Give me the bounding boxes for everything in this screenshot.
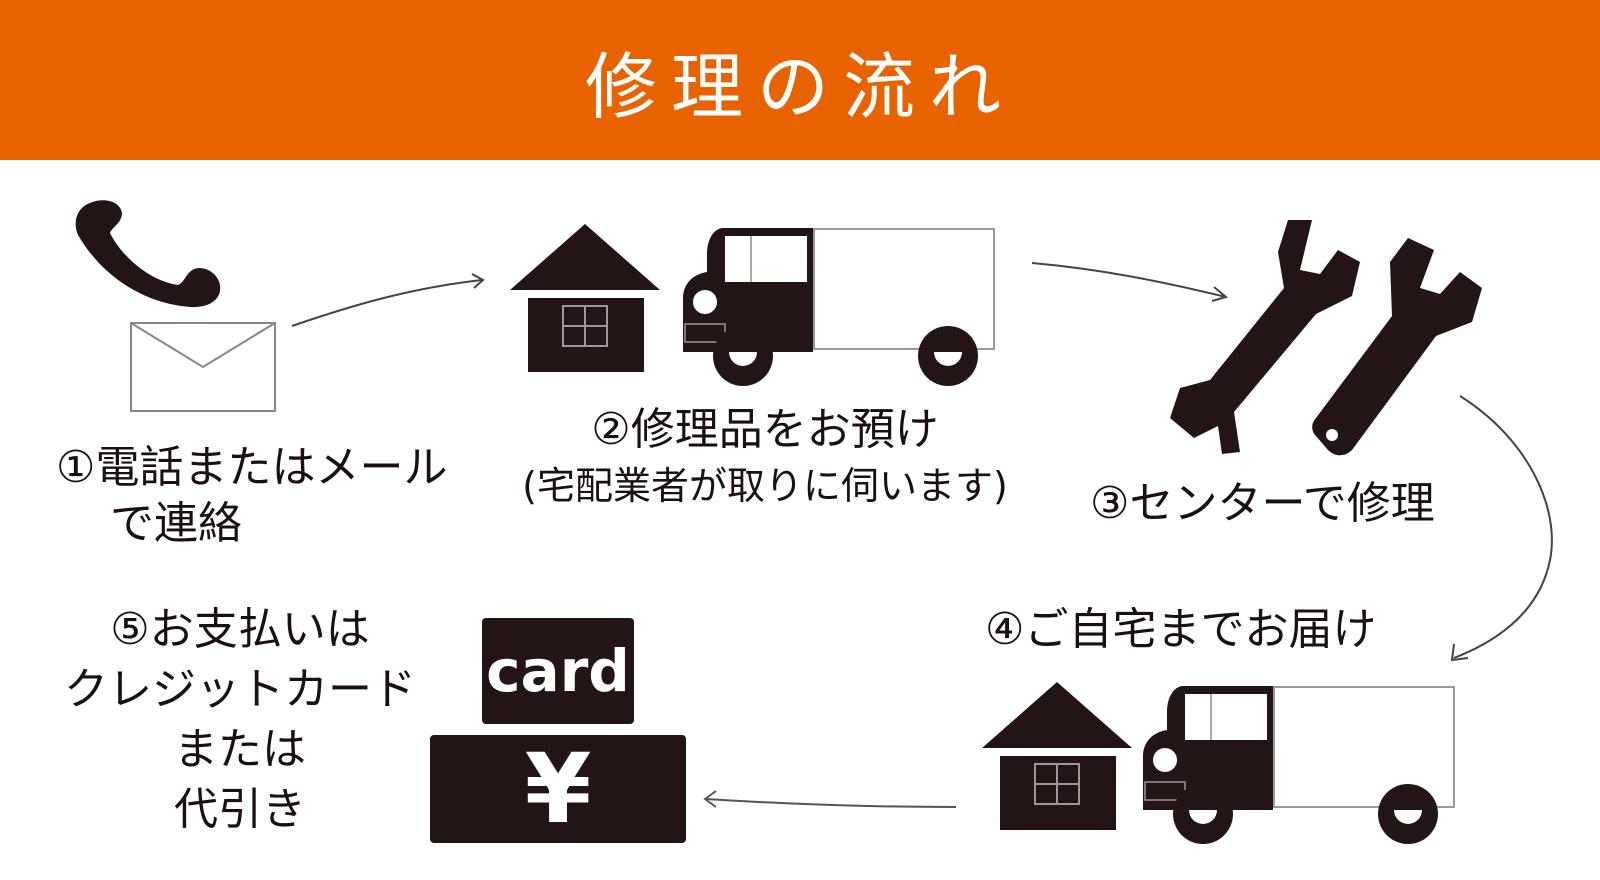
house-icon	[510, 224, 660, 372]
card-icon: card	[482, 618, 634, 724]
truck-icon	[683, 228, 995, 386]
step-1-label: ①電話またはメール で連絡	[56, 440, 447, 552]
house-icon	[982, 682, 1132, 830]
card-label: card	[486, 637, 630, 705]
step-2-line-1: ②修理品をお預け	[591, 404, 939, 455]
step-3-label: ③センターで修理	[1090, 476, 1435, 532]
step-5-line-3: または	[174, 724, 306, 775]
step-1-line-2: で連絡	[110, 498, 242, 549]
step-5-line-1: ⑤お支払いは	[110, 604, 370, 655]
arrow-icon	[1450, 395, 1553, 662]
page-title: 修理の流れ	[584, 44, 1015, 129]
truck-icon	[1143, 686, 1455, 844]
wrench-icon	[1170, 220, 1360, 454]
step-4-label: ④ご自宅までお届け	[985, 602, 1376, 658]
step-2-label: ②修理品をお預け (宅配業者が取りに伺います)	[515, 402, 1015, 514]
step-1-line-1: ①電話またはメール	[56, 442, 448, 493]
arrow-icon	[1031, 262, 1229, 302]
envelope-icon	[130, 322, 276, 412]
arrow-icon	[291, 273, 485, 327]
step-3-line-1: ③センターで修理	[1090, 478, 1435, 529]
phone-icon	[75, 200, 221, 308]
header-banner: 修理の流れ	[0, 0, 1600, 160]
step-5-label: ⑤お支払いは クレジットカード または 代引き	[40, 600, 440, 840]
yen-icon: ¥	[430, 733, 686, 845]
step-2-line-2: (宅配業者が取りに伺います)	[522, 464, 1008, 508]
arrow-icon	[703, 790, 957, 808]
yen-label: ¥	[524, 733, 592, 845]
step-5-line-2: クレジットカード	[64, 664, 416, 715]
step-4-line-1: ④ご自宅までお届け	[985, 604, 1377, 655]
step-5-line-4: 代引き	[174, 784, 306, 835]
wrench-icon	[1312, 238, 1482, 456]
